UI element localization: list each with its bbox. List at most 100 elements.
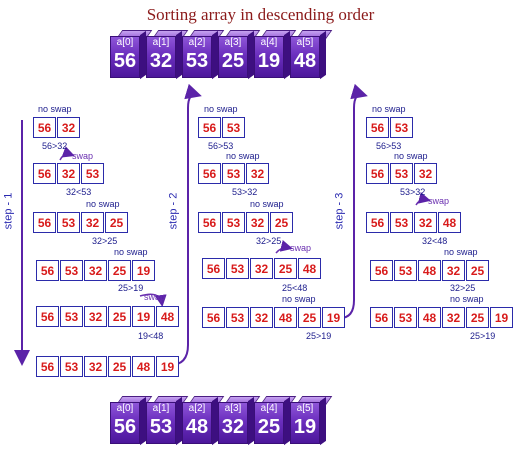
array-index: a[3] xyxy=(224,403,242,414)
array-cell: 53 xyxy=(60,260,83,281)
array-cell: 32 xyxy=(442,307,465,328)
array-cell: 48 xyxy=(274,307,297,328)
array-cell: 25 xyxy=(274,258,297,279)
array-value: 48 xyxy=(185,416,209,438)
array-value: 32 xyxy=(221,416,245,438)
array-row: 56 53 32 25 48 xyxy=(202,258,322,279)
array-value: 25 xyxy=(221,50,245,72)
step-label: step - 3 xyxy=(333,192,346,230)
array-cell: 56 xyxy=(202,258,225,279)
array-element: a[1]53 xyxy=(146,396,189,450)
array-cell: 32 xyxy=(442,260,465,281)
array-cell: 56 xyxy=(36,306,59,327)
array-index: a[0] xyxy=(116,37,134,48)
array-value: 19 xyxy=(257,50,281,72)
bottom-array: a[0]56 a[1]53 a[2]48 a[3]32 a[4]25 a[5]1… xyxy=(110,396,340,450)
array-cell: 56 xyxy=(33,163,56,184)
swap-arrow xyxy=(139,293,167,307)
array-cell: 56 xyxy=(202,307,225,328)
swap-arrow xyxy=(415,191,431,206)
compare-note: no swap xyxy=(450,294,484,304)
array-value: 19 xyxy=(293,416,317,438)
comparison-label: 32<53 xyxy=(66,187,92,197)
array-row: 56 53 xyxy=(366,117,414,138)
comparison-label: 56>32 xyxy=(42,141,68,151)
comparison-label: 19<48 xyxy=(138,331,164,341)
array-cell: 19 xyxy=(132,260,155,281)
comparison-label: 32<48 xyxy=(422,236,448,246)
array-element: a[1]32 xyxy=(146,30,189,84)
comparison-label: 56>53 xyxy=(376,141,402,151)
top-array: a[0]56 a[1]32 a[2]53 a[3]25 a[4]19 a[5]4… xyxy=(110,30,340,84)
step-label: step - 1 xyxy=(2,192,15,230)
array-row: 56 53 48 32 25 19 xyxy=(370,307,514,328)
swap-note: swap xyxy=(428,196,450,206)
array-cell: 32 xyxy=(81,212,104,233)
array-cell: 53 xyxy=(390,163,413,184)
array-cell: 56 xyxy=(33,212,56,233)
array-cell: 56 xyxy=(370,260,393,281)
compare-note: no swap xyxy=(204,104,238,114)
comparison-label: 25>19 xyxy=(470,331,496,341)
swap-note: swap xyxy=(72,151,94,161)
array-row: 56 53 32 25 xyxy=(198,212,294,233)
array-value: 56 xyxy=(113,416,137,438)
compare-note: no swap xyxy=(38,104,72,114)
diagram-title: Sorting array in descending order xyxy=(146,5,375,24)
array-cell: 19 xyxy=(132,306,155,327)
array-cell: 32 xyxy=(84,260,107,281)
array-index: a[0] xyxy=(116,403,134,414)
array-row: 56 32 xyxy=(33,117,81,138)
array-row: 56 53 32 xyxy=(198,163,270,184)
array-cell: 48 xyxy=(156,306,179,327)
array-cell: 32 xyxy=(250,307,273,328)
array-element: a[0] 56 xyxy=(110,396,153,450)
comparison-label: 25>19 xyxy=(306,331,332,341)
comparison-label: 32>25 xyxy=(256,236,282,246)
array-cell: 56 xyxy=(366,212,389,233)
array-element: a[3]25 xyxy=(218,30,261,84)
array-cell: 48 xyxy=(298,258,321,279)
array-element: a[4]25 xyxy=(254,396,297,450)
array-cell: 53 xyxy=(222,212,245,233)
array-cell: 32 xyxy=(414,163,437,184)
comparison-label: 32>25 xyxy=(450,283,476,293)
comparison-label: 25<48 xyxy=(282,283,308,293)
compare-note: no swap xyxy=(282,294,316,304)
comparison-label: 56>53 xyxy=(208,141,234,151)
array-value: 48 xyxy=(293,50,317,72)
array-cell: 32 xyxy=(84,306,107,327)
array-cell: 32 xyxy=(246,163,269,184)
array-cell: 53 xyxy=(222,117,245,138)
array-cell: 48 xyxy=(418,307,441,328)
array-cell: 53 xyxy=(222,163,245,184)
array-value: 56 xyxy=(113,50,137,72)
array-cell: 56 xyxy=(198,117,221,138)
array-element: a[0] 56 xyxy=(110,30,153,84)
compare-note: no swap xyxy=(226,151,260,161)
comparison-label: 32>25 xyxy=(92,236,118,246)
array-index: a[4] xyxy=(260,37,278,48)
array-row: 56 53 32 xyxy=(366,163,438,184)
swap-note: swap xyxy=(144,292,166,302)
array-cell: 56 xyxy=(36,356,59,377)
array-cell: 56 xyxy=(36,260,59,281)
array-cell: 19 xyxy=(322,307,345,328)
compare-note: no swap xyxy=(372,104,406,114)
array-cell: 32 xyxy=(57,117,80,138)
step-label: step - 2 xyxy=(167,192,180,230)
compare-note: no swap xyxy=(250,199,284,209)
array-row: 56 53 32 48 25 19 xyxy=(202,307,346,328)
array-cell: 53 xyxy=(226,307,249,328)
array-row: 56 53 32 25 48 19 xyxy=(36,356,180,377)
array-index: a[4] xyxy=(260,403,278,414)
array-cell: 53 xyxy=(390,117,413,138)
array-index: a[1] xyxy=(152,403,170,414)
array-cell: 56 xyxy=(198,163,221,184)
step2-arrow xyxy=(169,83,202,366)
array-cell: 53 xyxy=(57,212,80,233)
array-cell: 53 xyxy=(226,258,249,279)
array-element: a[3] 32 xyxy=(218,396,261,450)
swap-note: swap xyxy=(290,243,312,253)
array-cell: 25 xyxy=(466,307,489,328)
